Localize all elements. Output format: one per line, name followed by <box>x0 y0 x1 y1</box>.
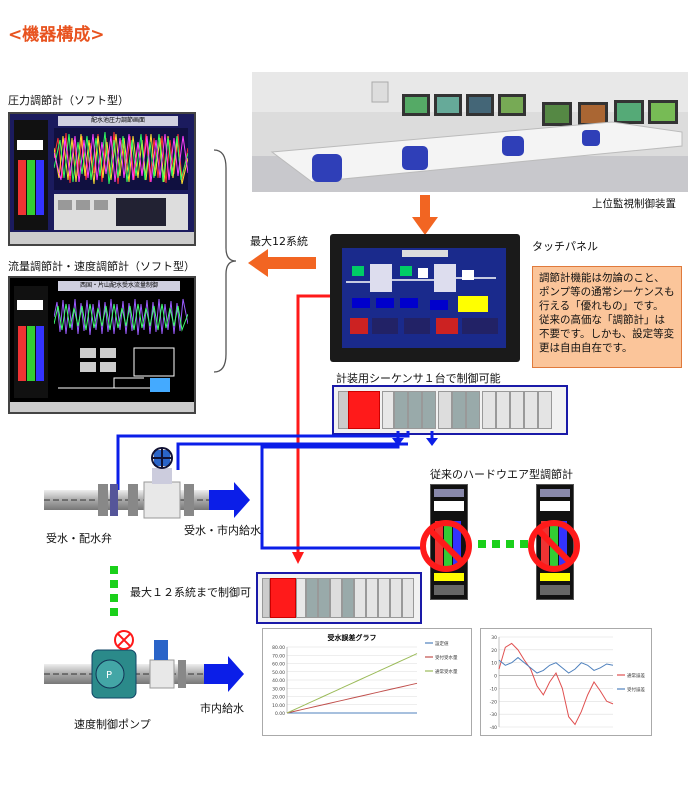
y-tick-label: -20 <box>490 699 497 705</box>
flow-trend-graph <box>54 294 188 340</box>
y-tick-label: 20.00 <box>272 695 285 701</box>
series-line-0-1 <box>286 682 418 714</box>
y-tick-label: 10 <box>491 661 497 667</box>
intake-error-chart: 受水誤差グラフ 80.00 70.00 60.00 50.00 40.00 30.00 20.… <box>262 628 472 736</box>
sequencer-label: 計装用シーケンサ１台で制御可能 <box>336 372 501 385</box>
pressure-button-bar <box>10 232 194 244</box>
flow-controller-label: 流量調節計・速度調節計（ソフト型） <box>8 260 195 273</box>
pressure-screen-title: 配水池圧力調節画面 <box>58 116 178 126</box>
prohibited-icon-2 <box>528 520 580 572</box>
flow-mimic-diagram <box>58 347 175 392</box>
flow-side-panel <box>14 286 48 398</box>
orange-left-arrow <box>248 249 316 277</box>
pressure-side-panel <box>14 120 48 230</box>
pump-pipe: P <box>44 630 244 699</box>
intake-error-chart-svg: 受水誤差グラフ 80.00 70.00 60.00 50.00 40.00 30.00 20.… <box>272 633 458 717</box>
touch-panel[interactable] <box>330 234 520 362</box>
note-line-2: 従来の高価な「調節計」は不要です。しかも、設定等変更は自由自在です。 <box>539 314 675 354</box>
pressure-controller-label: 圧力調節計（ソフト型） <box>8 94 129 107</box>
y-tick-label: -10 <box>490 686 497 692</box>
touch-panel-display <box>342 248 506 348</box>
flow-button-bar <box>10 402 194 412</box>
series-line-1-0 <box>498 642 614 726</box>
max12-label: 最大12系統 <box>250 235 308 248</box>
page-title: <機器構成> <box>8 25 105 45</box>
pressure-control-panel <box>54 194 188 230</box>
legend-label: 受付受水量 <box>435 654 458 661</box>
series-line-0-2 <box>286 653 418 714</box>
y-tick-label: 70.00 <box>272 653 285 659</box>
intake-city-label: 受水・市内給水 <box>184 524 261 537</box>
y-tick-label: 50.00 <box>272 670 285 676</box>
upper-pipe-valve <box>44 447 250 519</box>
control-room-photo <box>252 72 688 192</box>
error-trend-chart: 30 20 10 0 -10 -20 -30 -40 通常誤差受付誤差 <box>480 628 652 736</box>
hw-controller-label: 従来のハードウエア型調節計 <box>430 468 573 481</box>
touch-panel-mimic <box>346 264 498 334</box>
y-tick-label: 60.00 <box>272 662 285 668</box>
touch-panel-label: タッチパネル <box>532 240 598 253</box>
sequencer-rack-top <box>332 385 568 435</box>
legend-label: 受付誤差 <box>627 686 645 693</box>
prohibited-icon-1 <box>420 520 472 572</box>
supervisor-label: 上位監視制御装置 <box>592 198 676 210</box>
y-tick-label: 30.00 <box>272 686 285 692</box>
grouping-brace <box>213 149 237 373</box>
y-tick-label: 20 <box>491 648 497 654</box>
chart-title: 受水誤差グラフ <box>328 633 377 642</box>
note-line-1: 調節計機能は勿論のこと、ポンプ等の通常シーケンスも行える「優れもの」です。 <box>539 272 675 312</box>
y-tick-label: -30 <box>490 712 497 718</box>
pressure-trend-graph <box>54 128 188 190</box>
flow-screen-title: 西国・片山配水受水流量制御 <box>58 281 180 291</box>
y-tick-label: -40 <box>490 725 497 731</box>
pressure-controller-screen: 配水池圧力調節画面 <box>8 112 196 246</box>
y-tick-label: 10.00 <box>272 703 285 709</box>
orange-down-arrow <box>412 195 438 235</box>
green-dots-vertical <box>110 566 120 616</box>
legend-label: 通常受水量 <box>435 668 458 675</box>
y-tick-label: 30 <box>491 635 497 641</box>
legend-label: 通常誤差 <box>627 672 645 679</box>
valve-label: 受水・配水弁 <box>46 532 112 545</box>
pump-label: 速度制御ポンプ <box>74 718 151 731</box>
svg-text:P: P <box>106 670 112 681</box>
green-dots-horizontal <box>478 540 528 550</box>
max12-control-label: 最大１２系統まで制御可 <box>130 586 251 599</box>
flow-controller-screen: 西国・片山配水受水流量制御 <box>8 276 196 414</box>
red-wire <box>296 294 330 555</box>
sequencer-rack-bottom <box>256 572 422 624</box>
y-tick-label: 80.00 <box>272 645 285 651</box>
legend-label: 設定値 <box>435 640 449 647</box>
y-tick-label: 0 <box>494 674 497 680</box>
y-tick-label: 40.00 <box>272 678 285 684</box>
y-tick-label: 0.00 <box>275 711 285 717</box>
series-line-1-1 <box>498 656 614 674</box>
city-supply-label: 市内給水 <box>200 702 244 715</box>
note-box: 調節計機能は勿論のこと、ポンプ等の通常シーケンスも行える「優れもの」です。 従来… <box>532 266 682 368</box>
